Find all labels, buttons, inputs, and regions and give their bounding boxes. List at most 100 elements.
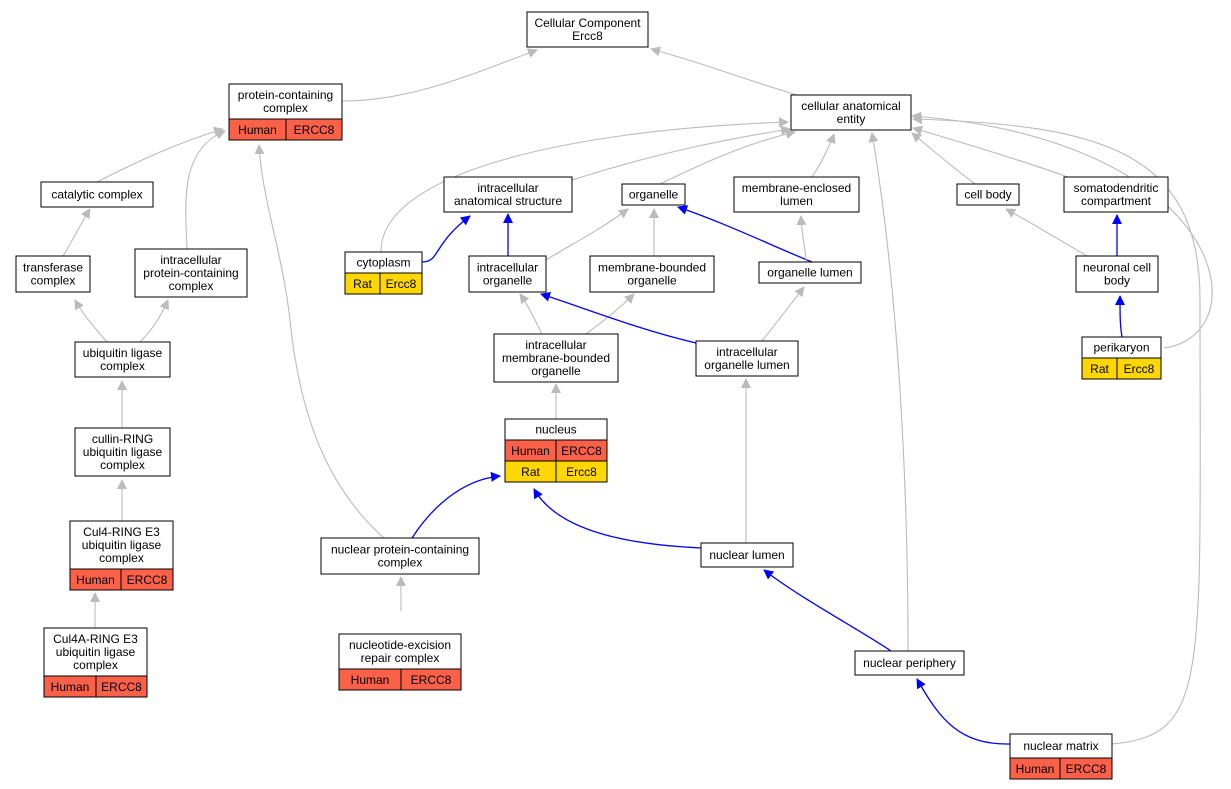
edge-npc-to-pcc xyxy=(254,144,385,539)
annotation-row-human xyxy=(338,668,462,691)
edge-ias-to-cae xyxy=(571,125,791,181)
node-label-line: organelle lumen xyxy=(704,358,789,372)
annotation-gene: Ercc8 xyxy=(386,277,417,291)
node-box xyxy=(228,83,343,120)
node-org[interactable]: organelle xyxy=(621,183,686,206)
annotation-species: Rat xyxy=(353,277,372,291)
node-label-line: organelle lumen xyxy=(767,266,852,280)
node-box xyxy=(1075,255,1159,293)
node-box xyxy=(40,181,154,208)
edge-cb-to-cae xyxy=(911,132,976,185)
node-label-line: body xyxy=(1104,274,1130,288)
node-label-line: nucleotide-excision xyxy=(349,638,451,652)
annotation-row-rat xyxy=(344,272,423,295)
edge-np-to-cae xyxy=(868,132,909,652)
annotation-gene: Ercc8 xyxy=(1124,362,1155,376)
node-label-line: cell body xyxy=(964,188,1011,202)
node-nl[interactable]: nuclear lumen xyxy=(700,542,794,568)
edge-ulc-to-trans xyxy=(74,299,108,343)
edge-nl-to-nuc xyxy=(533,488,702,549)
node-label-line: Cul4-RING E3 xyxy=(83,525,160,539)
node-label-line: lumen xyxy=(780,194,813,208)
node-label-line: nuclear matrix xyxy=(1023,739,1098,753)
node-label-line: entity xyxy=(837,112,866,126)
node-ol[interactable]: organelle lumen xyxy=(758,261,862,284)
node-cat[interactable]: catalytic complex xyxy=(40,181,154,208)
node-label-line: nuclear periphery xyxy=(863,656,956,670)
node-cb[interactable]: cell body xyxy=(956,183,1020,206)
edge-iol-to-io xyxy=(540,292,697,344)
annotation-species: Rat xyxy=(521,465,540,479)
node-np[interactable]: nuclear periphery xyxy=(854,650,965,676)
node-label-line: somatodendritic xyxy=(1074,181,1159,195)
node-label-line: ubiquitin ligase xyxy=(83,346,163,360)
node-label-line: complex xyxy=(31,274,76,288)
edge-nm-to-np xyxy=(916,678,1011,745)
edge-layer xyxy=(62,46,1213,745)
node-label-line: complex xyxy=(100,359,145,373)
edge-ol-to-mel xyxy=(796,215,807,263)
node-label-line: transferase xyxy=(23,261,83,275)
edge-trans-to-cat xyxy=(62,208,91,257)
edge-ipcc-to-pcc xyxy=(185,129,226,250)
annotation-species: Human xyxy=(238,123,277,137)
node-box xyxy=(69,520,174,570)
node-label-line: cytoplasm xyxy=(356,256,410,270)
edge-iol-to-ol xyxy=(761,286,805,342)
node-label-line: Ercc8 xyxy=(572,29,603,43)
node-label-line: ubiquitin ligase xyxy=(82,538,162,552)
node-box xyxy=(621,183,686,206)
node-label-line: anatomical structure xyxy=(454,194,562,208)
node-label-line: complex xyxy=(378,556,423,570)
node-box xyxy=(700,542,794,568)
node-box xyxy=(695,340,799,377)
edge-nm-to-cae xyxy=(912,114,1201,745)
edge-npc-to-nuc xyxy=(411,471,501,539)
node-label-line: complex xyxy=(263,101,308,115)
annotation-row-human xyxy=(1009,757,1113,780)
node-box xyxy=(790,94,912,131)
node-label-line: Cul4A-RING E3 xyxy=(53,632,138,646)
edge-imbo-to-mbo xyxy=(585,293,635,335)
node-box xyxy=(493,333,619,383)
edge-sdc-to-cae xyxy=(912,125,1069,178)
edge-cyto-to-ias xyxy=(421,215,471,263)
edge-imbo-to-io xyxy=(519,293,543,335)
node-label-line: organelle xyxy=(629,188,679,202)
node-label-line: repair complex xyxy=(361,651,440,665)
annotation-gene: ERCC8 xyxy=(101,680,142,694)
node-box xyxy=(74,341,171,378)
node-box xyxy=(526,11,649,48)
node-box xyxy=(468,255,547,293)
node-label-line: intracellular xyxy=(477,181,538,195)
edge-org-to-cae xyxy=(659,129,796,185)
annotation-species: Human xyxy=(511,444,550,458)
edge-io-to-org xyxy=(545,208,629,261)
annotation-gene: Ercc8 xyxy=(566,465,597,479)
